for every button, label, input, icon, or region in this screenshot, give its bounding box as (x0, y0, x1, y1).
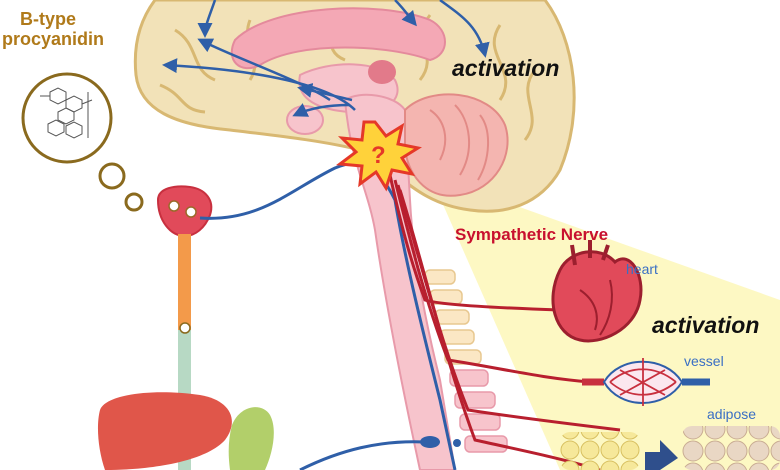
heart-label: heart (626, 261, 658, 277)
molecule-structure-icon (40, 87, 93, 139)
vagal-ganglion (420, 436, 440, 448)
liver-organ (97, 392, 232, 470)
stomach-organ (156, 185, 213, 238)
vagal-efferent-nerve (299, 440, 426, 470)
vertebrae (424, 269, 508, 453)
brown-adipose-cluster (682, 426, 780, 470)
corpus-callosum (230, 7, 446, 70)
brain-activation-label: activation (452, 55, 560, 81)
brain-signal-arrows (162, 0, 490, 117)
sympathetic-nerve-lines (388, 174, 621, 470)
thought-bubble-dot-small (124, 192, 144, 212)
pineal (368, 60, 396, 84)
heart-organ (551, 240, 643, 343)
vessel-label: vessel (684, 353, 724, 369)
vessel-network (582, 358, 710, 406)
explosion-burst-icon (335, 120, 422, 192)
thought-bubble-dot-large (98, 162, 126, 190)
question-mark-icon: ? (371, 142, 386, 169)
pancreas-organ (228, 407, 274, 470)
sympathetic-nerve-label: Sympathetic Nerve (455, 225, 609, 244)
thought-bubble (21, 72, 113, 164)
conversion-arrow (645, 440, 678, 470)
organ-activation-label: activation (652, 312, 760, 338)
compound-label: B-type procyanidin (2, 9, 105, 49)
white-adipose-cluster (560, 432, 640, 470)
adipose-label: adipose (707, 406, 757, 422)
